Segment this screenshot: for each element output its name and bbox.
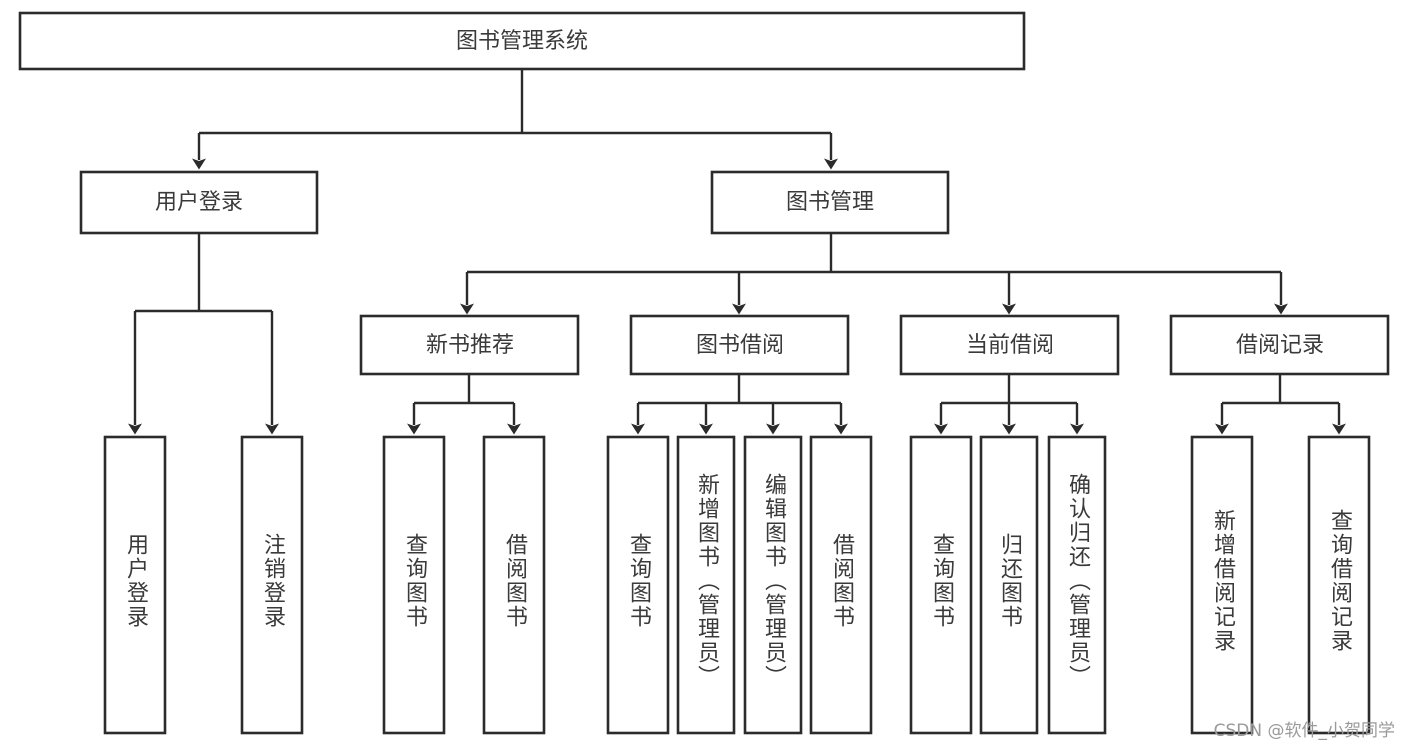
node-root[interactable]: 图书管理系统 xyxy=(18,11,1026,71)
node-leaf8-label: 借阅图书 xyxy=(829,533,855,629)
node-leaf12[interactable]: 新增借阅记录 xyxy=(1190,435,1254,735)
node-leaf10[interactable]: 归还图书 xyxy=(979,435,1039,735)
node-leaf3[interactable]: 查询图书 xyxy=(382,435,446,735)
node-leaf8-box[interactable] xyxy=(809,435,873,735)
edges-layer xyxy=(128,69,1346,435)
node-leaf9-box[interactable] xyxy=(909,435,973,735)
node-leaf5[interactable]: 查询图书 xyxy=(606,435,670,735)
node-root-label: 图书管理系统 xyxy=(456,29,588,54)
node-leaf12-label: 新增借阅记录 xyxy=(1210,509,1236,653)
node-leaf9[interactable]: 查询图书 xyxy=(909,435,973,735)
node-leaf8[interactable]: 借阅图书 xyxy=(809,435,873,735)
node-leaf4-label: 借阅图书 xyxy=(502,533,528,629)
node-leaf7-label: 编辑图书（管理员） xyxy=(761,473,787,689)
node-login-box[interactable] xyxy=(79,170,319,235)
node-leaf7-box[interactable] xyxy=(743,435,803,735)
node-leaf7[interactable]: 编辑图书（管理员） xyxy=(743,435,803,735)
node-leaf11-box[interactable] xyxy=(1047,435,1107,735)
node-leaf5-label: 查询图书 xyxy=(626,533,652,629)
node-newbook-label: 新书推荐 xyxy=(426,333,514,358)
node-borrow[interactable]: 图书借阅 xyxy=(629,314,850,376)
node-leaf2[interactable]: 注销登录 xyxy=(240,435,304,735)
node-leaf2-box[interactable] xyxy=(240,435,304,735)
node-current-label: 当前借阅 xyxy=(966,333,1054,358)
node-leaf4-box[interactable] xyxy=(482,435,546,735)
node-newbook-box[interactable] xyxy=(359,314,580,376)
node-borrow-label: 图书借阅 xyxy=(696,333,784,358)
node-record-box[interactable] xyxy=(1169,314,1390,376)
node-bookmgmt-label: 图书管理 xyxy=(786,190,874,215)
node-leaf11-label: 确认归还（管理员） xyxy=(1065,473,1091,689)
node-leaf2-label: 注销登录 xyxy=(260,533,286,629)
node-leaf1[interactable]: 用户登录 xyxy=(103,435,167,735)
node-login-label: 用户登录 xyxy=(155,190,243,215)
node-leaf5-box[interactable] xyxy=(606,435,670,735)
node-leaf3-label: 查询图书 xyxy=(402,533,428,629)
node-leaf13[interactable]: 查询借阅记录 xyxy=(1307,435,1371,735)
node-leaf9-label: 查询图书 xyxy=(929,533,955,629)
node-leaf1-box[interactable] xyxy=(103,435,167,735)
node-leaf12-box[interactable] xyxy=(1190,435,1254,735)
node-leaf6-box[interactable] xyxy=(676,435,736,735)
node-leaf10-box[interactable] xyxy=(979,435,1039,735)
node-leaf3-box[interactable] xyxy=(382,435,446,735)
node-newbook[interactable]: 新书推荐 xyxy=(359,314,580,376)
node-leaf4[interactable]: 借阅图书 xyxy=(482,435,546,735)
node-leaf6[interactable]: 新增图书（管理员） xyxy=(676,435,736,735)
node-record-label: 借阅记录 xyxy=(1236,333,1324,358)
node-bookmgmt-box[interactable] xyxy=(710,170,950,235)
node-current-box[interactable] xyxy=(899,314,1120,376)
node-leaf10-label: 归还图书 xyxy=(997,533,1023,629)
node-leaf13-box[interactable] xyxy=(1307,435,1371,735)
node-bookmgmt[interactable]: 图书管理 xyxy=(710,170,950,235)
node-leaf1-label: 用户登录 xyxy=(123,533,149,629)
node-leaf6-label: 新增图书（管理员） xyxy=(694,473,720,689)
node-leaf11[interactable]: 确认归还（管理员） xyxy=(1047,435,1107,735)
node-login[interactable]: 用户登录 xyxy=(79,170,319,235)
node-leaf13-label: 查询借阅记录 xyxy=(1327,509,1353,653)
node-root-box[interactable] xyxy=(18,11,1026,71)
node-current[interactable]: 当前借阅 xyxy=(899,314,1120,376)
node-record[interactable]: 借阅记录 xyxy=(1169,314,1390,376)
node-borrow-box[interactable] xyxy=(629,314,850,376)
